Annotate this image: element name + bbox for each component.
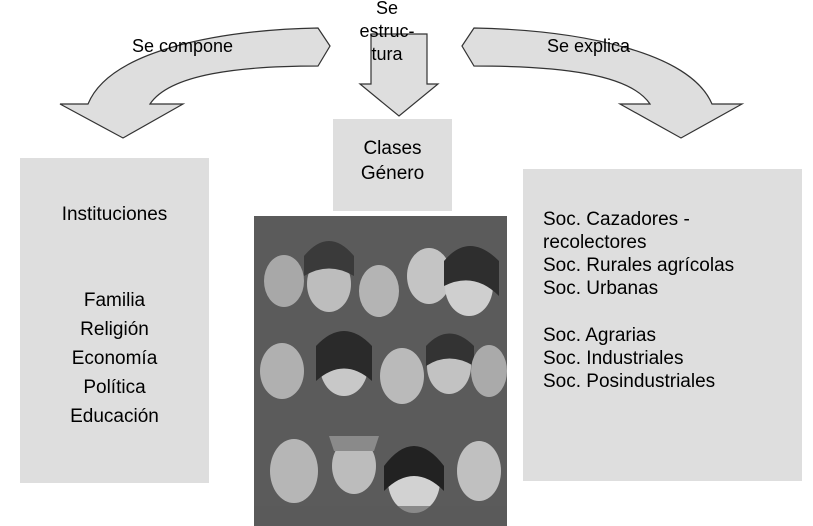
row-3-faces xyxy=(270,436,501,513)
soc-item: Soc. Industriales xyxy=(543,348,684,369)
se-explica-label: Se explica xyxy=(547,36,631,56)
estructura-line-3: tura xyxy=(371,44,403,64)
inst-item: Política xyxy=(83,377,146,398)
se-compone-label: Se compone xyxy=(132,36,234,56)
row-1-faces xyxy=(264,241,499,317)
inst-item: Economía xyxy=(71,348,158,369)
left-curved-arrow xyxy=(59,27,331,139)
instituciones-title: Instituciones xyxy=(61,204,168,225)
list-gap xyxy=(543,300,734,324)
soc-item: Soc. Urbanas xyxy=(543,278,659,299)
instituciones-list: Familia Religión Economía Política Educa… xyxy=(20,286,209,431)
estructura-line-1: Se xyxy=(375,0,399,18)
clases-genero-text: Clases Género xyxy=(333,136,452,186)
center-line-clases: Clases xyxy=(363,138,422,159)
soc-item: Soc. Cazadores - xyxy=(543,209,690,230)
soc-item: Soc. Posindustriales xyxy=(543,371,716,392)
clases-genero-box xyxy=(333,119,452,211)
center-down-arrow xyxy=(358,33,440,117)
sociedades-list: Soc. Cazadores - recolectores Soc. Rural… xyxy=(543,208,734,393)
soc-item: recolectores xyxy=(543,232,647,253)
soc-item: Soc. Agrarias xyxy=(543,325,656,346)
instituciones-box xyxy=(20,158,209,483)
se-estructura-label: Se estruc- tura xyxy=(344,0,430,66)
row-2-faces xyxy=(260,331,507,404)
group-portrait-image xyxy=(254,216,507,526)
sociedades-box xyxy=(523,169,802,481)
soc-item: Soc. Rurales agrícolas xyxy=(543,255,735,276)
inst-item: Religión xyxy=(80,319,149,340)
inst-item: Familia xyxy=(83,290,146,311)
right-curved-arrow xyxy=(461,27,745,139)
estructura-line-2: estruc- xyxy=(359,21,415,41)
inst-item: Educación xyxy=(70,406,159,427)
center-line-genero: Género xyxy=(360,163,425,184)
